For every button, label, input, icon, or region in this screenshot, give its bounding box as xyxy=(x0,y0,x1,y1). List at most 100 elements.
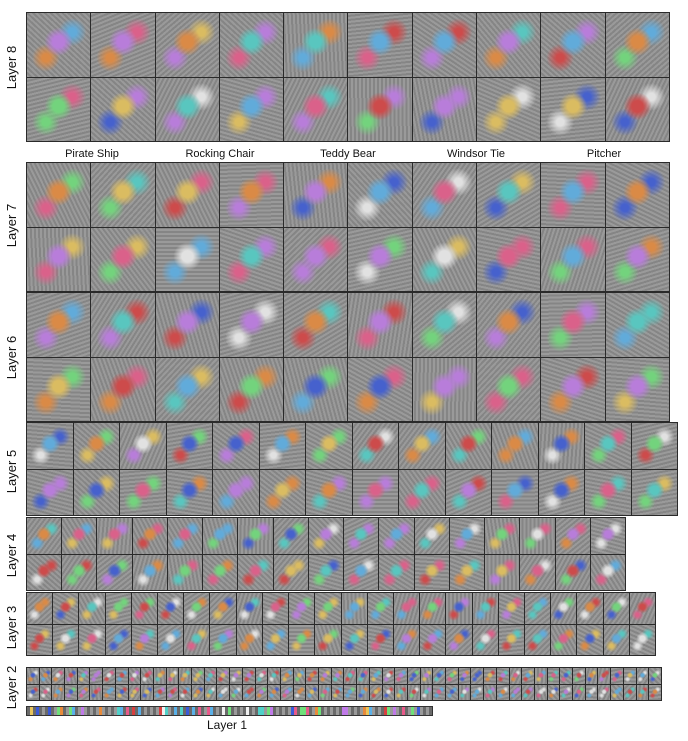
layer-1-filter-swatch xyxy=(102,707,105,715)
feature-visualization-tile xyxy=(27,593,53,624)
feature-visualization-tile xyxy=(73,423,119,469)
layer-1-filter-swatch xyxy=(126,707,129,715)
feature-visualization-tile xyxy=(53,624,79,655)
feature-visualization-tile xyxy=(27,469,73,515)
feature-visualization-tile xyxy=(585,684,598,700)
layer-1-filter-swatch xyxy=(195,707,198,715)
layer-1-filter-swatch xyxy=(240,707,243,715)
feature-visualization-tile xyxy=(414,518,449,554)
feature-visualization-tile xyxy=(262,593,289,624)
feature-visualization-tile xyxy=(284,13,348,77)
feature-visualization-tile xyxy=(477,163,541,227)
feature-visualization-tile xyxy=(573,684,585,700)
layer-1-filter-swatch xyxy=(123,707,126,715)
layer-1-filter-swatch xyxy=(294,707,297,715)
feature-visualization-tile xyxy=(605,293,669,357)
feature-visualization-tile xyxy=(166,423,212,469)
layer-1-filter-swatch xyxy=(60,707,63,715)
layer-1-filter-swatch xyxy=(420,707,423,715)
feature-visualization-tile xyxy=(203,554,238,590)
class-label-rocking-chair: Rocking Chair xyxy=(185,148,255,160)
feature-visualization-tile xyxy=(520,518,555,554)
layer-1-filter-swatch xyxy=(219,707,222,715)
feature-visualization-tile xyxy=(577,593,603,624)
feature-visualization-tile xyxy=(382,668,395,684)
layer-1-filter-swatch xyxy=(192,707,195,715)
feature-visualization-tile xyxy=(319,684,331,700)
layer-8-label: Layer 8 xyxy=(4,45,20,90)
feature-visualization-tile xyxy=(103,684,115,700)
layer-1-filter-swatch xyxy=(45,707,48,715)
layer-1-filter-swatch xyxy=(36,707,39,715)
feature-visualization-tile xyxy=(230,668,242,684)
layer-1-filter-swatch xyxy=(153,707,156,715)
feature-visualization-tile xyxy=(348,293,412,357)
layer-1-filter-swatch xyxy=(171,707,174,715)
layer-1-filter-swatch xyxy=(120,707,123,715)
layer-1-filter-swatch xyxy=(282,707,285,715)
feature-visualization-tile xyxy=(62,554,97,590)
feature-visualization-tile xyxy=(77,668,90,684)
feature-visualization-tile xyxy=(210,624,236,655)
feature-visualization-tile xyxy=(90,668,103,684)
feature-visualization-tile xyxy=(433,684,446,700)
feature-visualization-tile xyxy=(611,668,623,684)
feature-visualization-tile xyxy=(367,593,393,624)
feature-visualization-tile xyxy=(132,554,167,590)
feature-visualization-tile xyxy=(167,518,203,554)
layer-1-filter-swatch xyxy=(333,707,336,715)
layer-1-filter-swatch xyxy=(72,707,75,715)
layer-1-filter-swatch xyxy=(99,707,102,715)
layer-1-filter-swatch xyxy=(258,707,261,715)
layer-1-filter-swatch xyxy=(186,707,189,715)
feature-visualization-tile xyxy=(393,624,420,655)
feature-visualization-tile xyxy=(255,684,268,700)
feature-visualization-tile xyxy=(115,668,128,684)
feature-visualization-tile xyxy=(179,684,192,700)
feature-visualization-tile xyxy=(259,423,305,469)
layer-1-filter-swatch xyxy=(147,707,150,715)
layer-1-filter-swatch xyxy=(138,707,141,715)
feature-visualization-tile xyxy=(412,357,477,421)
feature-visualization-tile xyxy=(357,684,369,700)
feature-visualization-tile xyxy=(120,423,166,469)
feature-visualization-tile xyxy=(204,684,217,700)
layer-1-filter-swatch xyxy=(303,707,306,715)
feature-visualization-tile xyxy=(236,593,262,624)
layer-1-filter-swatch xyxy=(270,707,273,715)
feature-visualization-tile xyxy=(379,554,414,590)
layer-1-filter-swatch xyxy=(30,707,33,715)
feature-visualization-tile xyxy=(308,554,344,590)
feature-visualization-tile xyxy=(547,668,560,684)
layer-1-filter-swatch xyxy=(426,707,429,715)
feature-visualization-tile xyxy=(79,624,105,655)
layer-2-label: Layer 2 xyxy=(4,665,20,710)
feature-visualization-tile xyxy=(649,668,661,684)
feature-visualization-tile xyxy=(289,624,315,655)
feature-visualization-tile xyxy=(477,293,541,357)
layer-5-label: Layer 5 xyxy=(4,449,20,494)
layer-3-grid xyxy=(26,592,656,656)
feature-visualization-tile xyxy=(555,518,590,554)
feature-visualization-tile xyxy=(219,77,284,141)
layer-1-filter-swatch xyxy=(387,707,390,715)
feature-visualization-tile xyxy=(623,668,636,684)
feature-visualization-tile xyxy=(399,423,445,469)
feature-visualization-tile xyxy=(541,77,605,141)
feature-visualization-tile xyxy=(472,624,498,655)
feature-visualization-tile xyxy=(153,668,166,684)
layer-1-filter-swatch xyxy=(234,707,237,715)
layer-1-filter-swatch xyxy=(246,707,249,715)
layer-1-filter-swatch xyxy=(366,707,369,715)
feature-visualization-tile xyxy=(210,593,236,624)
feature-visualization-tile xyxy=(280,684,293,700)
layer-1-filter-swatch xyxy=(375,707,378,715)
feature-visualization-tile xyxy=(445,423,491,469)
feature-visualization-tile xyxy=(446,668,458,684)
feature-visualization-tile xyxy=(352,423,398,469)
feature-visualization-tile xyxy=(284,293,348,357)
feature-visualization-tile xyxy=(155,163,219,227)
layer-6-label: Layer 6 xyxy=(4,335,20,380)
layer-1-filter-swatch xyxy=(63,707,66,715)
feature-visualization-tile xyxy=(590,554,625,590)
